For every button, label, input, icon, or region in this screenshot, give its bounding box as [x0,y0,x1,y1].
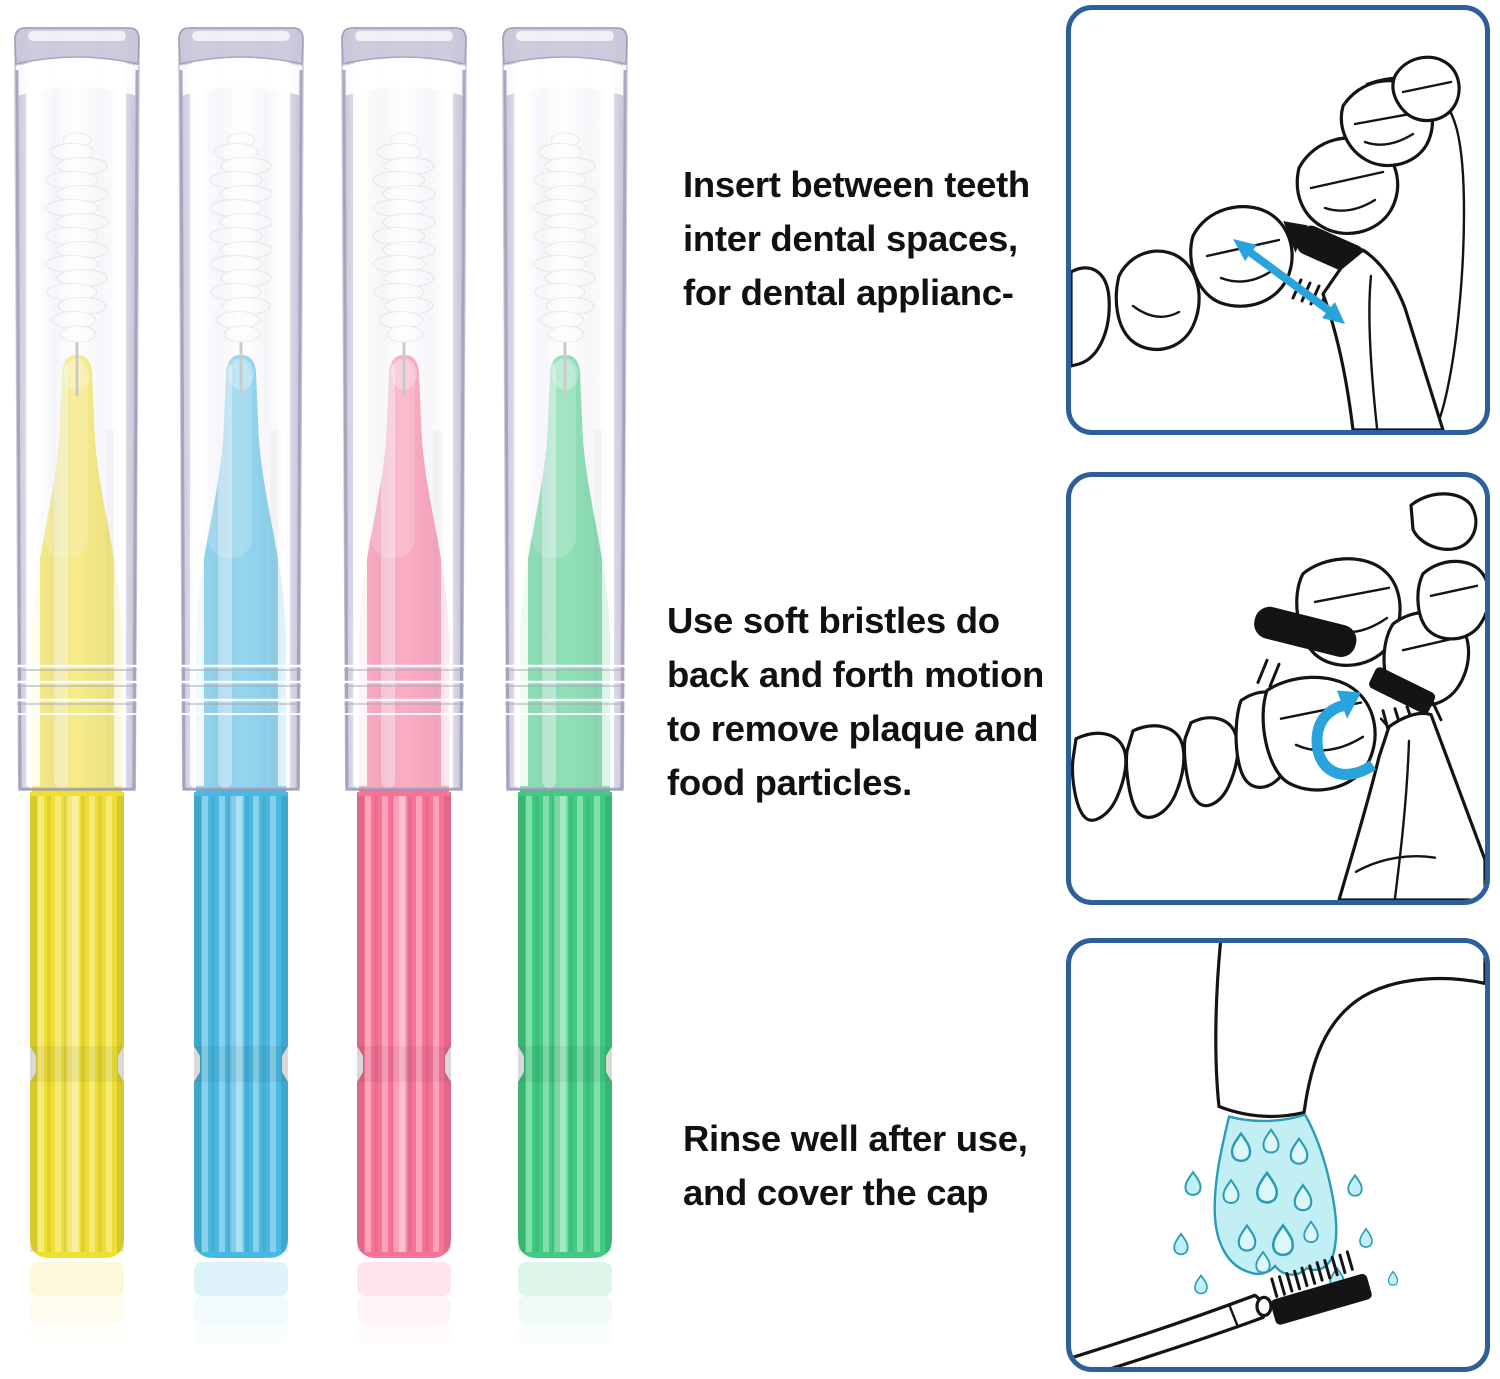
faucet-icon [1214,943,1485,1119]
reflection [194,1324,288,1344]
brush-behind-teeth-illustration [1071,492,1485,900]
transparent-cap [501,26,629,792]
step-3-line-2: and cover the cap [683,1172,989,1213]
step-1-text: Insert between teeth inter dental spaces… [683,158,1030,320]
interdental-brush-icon [1071,1250,1372,1367]
reflection [518,1324,612,1344]
step-3-panel [1066,938,1490,1372]
brush-handle-outline [1321,248,1445,430]
water-spray-icon [1173,1113,1399,1310]
step-2-line-1: Use soft bristles do [667,600,1000,641]
yellow-interdental-brush [13,26,141,1344]
rotation-arrow-icon [1311,690,1377,780]
green-interdental-brush [501,26,629,1344]
step-2-panel [1066,472,1490,905]
reflection [194,1262,288,1296]
teeth-row [1071,55,1461,368]
step-3-line-1: Rinse well after use, [683,1118,1028,1159]
transparent-cap [177,26,305,792]
reflection [357,1296,451,1324]
step-2-line-2: back and forth motion [667,654,1044,695]
reflection [518,1262,612,1296]
interdental-brush-icon [1254,606,1485,900]
interdental-brush-icon [1283,221,1445,430]
hand-outline [1337,711,1485,900]
step-1-line-3: for dental applianc- [683,272,1014,313]
blue-interdental-brush [177,26,305,1344]
reflection [357,1262,451,1296]
reflection [194,1296,288,1324]
step-2-line-3: to remove plaque and [667,708,1039,749]
reflection [357,1324,451,1344]
step-1-line-1: Insert between teeth [683,164,1030,205]
brush-between-teeth-illustration [1071,55,1466,430]
step-2-text: Use soft bristles do back and forth moti… [667,594,1044,810]
pink-interdental-brush [340,26,468,1344]
brush-handle-outline [1071,1293,1267,1367]
reflection [518,1296,612,1324]
step-1-line-2: inter dental spaces, [683,218,1018,259]
reflection [30,1324,124,1344]
transparent-cap [13,26,141,792]
rinse-under-faucet-illustration [1071,943,1485,1367]
transparent-cap [340,26,468,792]
step-1-panel [1066,5,1490,435]
step-3-text: Rinse well after use, and cover the cap [683,1112,1028,1220]
step-2-line-4: food particles. [667,762,912,803]
double-arrow-icon [1233,239,1345,324]
reflection [30,1296,124,1324]
reflection [30,1262,124,1296]
